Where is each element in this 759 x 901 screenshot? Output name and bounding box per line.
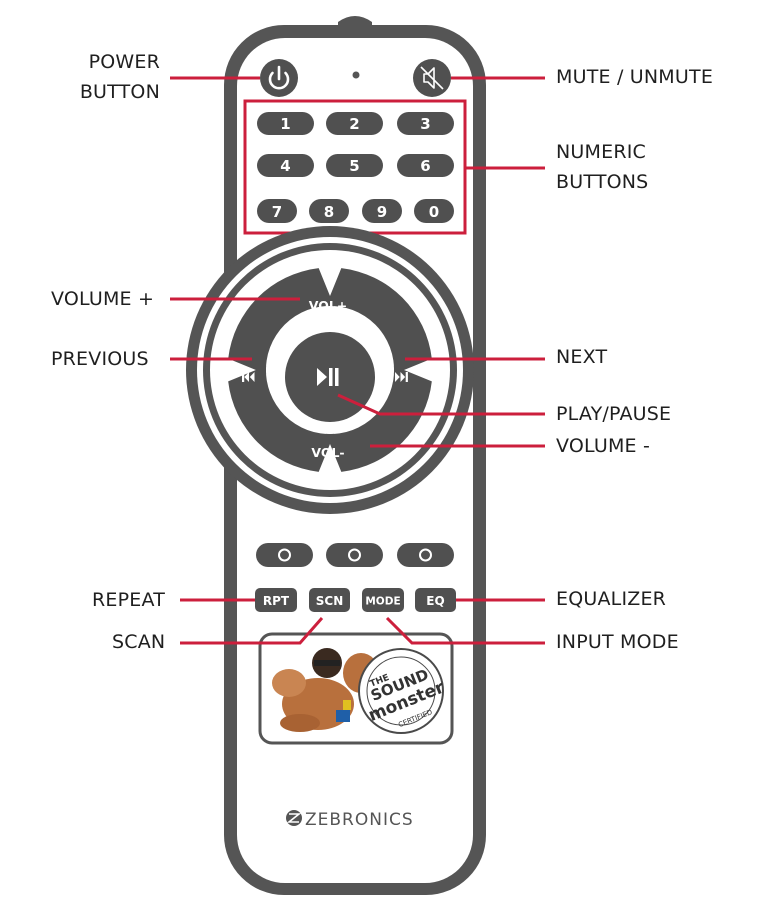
key-1[interactable]: 1 (257, 112, 314, 135)
key-9[interactable]: 9 (362, 199, 402, 223)
previous-callout: PREVIOUS (51, 348, 149, 370)
key-5-label: 5 (349, 157, 359, 175)
sound-monster-badge: THE SOUND monster CERTIFIED (258, 632, 454, 745)
numeric-callout-line2: BUTTONS (556, 171, 649, 193)
key-2[interactable]: 2 (326, 112, 383, 135)
key-1-label: 1 (280, 115, 290, 133)
sound-monster-seal: THE SOUND monster CERTIFIED (358, 648, 448, 734)
power-button-callout: POWER BUTTON (40, 47, 160, 107)
callout-lines (170, 76, 545, 645)
input-mode-callout: INPUT MODE (556, 631, 679, 653)
key-3[interactable]: 3 (397, 112, 454, 135)
blank-key-3[interactable] (397, 543, 454, 567)
play-pause-callout: PLAY/PAUSE (556, 403, 672, 425)
mode-label: MODE (365, 596, 400, 608)
mute-button[interactable] (413, 59, 451, 97)
key-3-label: 3 (420, 115, 430, 133)
volume-minus-callout: VOLUME - (556, 435, 651, 457)
mute-callout: MUTE / UNMUTE (556, 66, 714, 88)
power-callout-line2: BUTTON (79, 81, 160, 103)
vol-minus-label: VOL- (311, 445, 344, 460)
vol-plus-label: VOL+ (309, 298, 348, 313)
previous-button[interactable] (212, 252, 345, 385)
rpt-label: RPT (263, 594, 290, 608)
next-button[interactable] (315, 355, 448, 488)
key-0[interactable]: 0 (414, 199, 454, 223)
key-6-label: 6 (420, 157, 430, 175)
next-icon (395, 372, 408, 382)
key-8-label: 8 (324, 203, 334, 221)
key-8[interactable]: 8 (309, 199, 349, 223)
key-6[interactable]: 6 (397, 154, 454, 177)
eq-label: EQ (426, 594, 444, 608)
power-icon (268, 65, 290, 90)
numeric-callout-line1: NUMERIC (556, 141, 646, 163)
blank-key-2[interactable] (326, 543, 383, 567)
volume-up-button[interactable] (315, 252, 448, 385)
volume-plus-callout: VOLUME + (51, 288, 155, 310)
navigation-ring: VOL+ VOL- (186, 226, 474, 514)
volume-down-button[interactable] (212, 355, 345, 488)
key-7[interactable]: 7 (257, 199, 297, 223)
zebronics-logo-icon (286, 810, 302, 826)
key-2-label: 2 (349, 115, 359, 133)
key-5[interactable]: 5 (326, 154, 383, 177)
rpt-button[interactable]: RPT (255, 588, 297, 612)
key-7-label: 7 (272, 203, 282, 221)
blank-key-1[interactable] (256, 543, 313, 567)
power-callout-line1: POWER (88, 51, 160, 73)
numeric-keypad: 1 2 3 4 5 6 7 8 9 0 (257, 112, 454, 223)
indicator-led (352, 71, 360, 79)
mute-icon (420, 66, 444, 90)
previous-icon (242, 372, 255, 382)
brand-name: ZEBRONICS (305, 810, 414, 830)
power-button[interactable] (260, 59, 298, 97)
play-pause-icon (317, 368, 339, 386)
scn-label: SCN (316, 594, 344, 608)
scan-callout: SCAN (112, 631, 166, 653)
next-callout: NEXT (556, 346, 608, 368)
key-0-label: 0 (429, 203, 439, 221)
key-9-label: 9 (377, 203, 387, 221)
mode-button[interactable]: MODE (362, 588, 404, 612)
key-4-label: 4 (280, 157, 290, 175)
eq-button[interactable]: EQ (415, 588, 456, 612)
equalizer-callout: EQUALIZER (556, 588, 667, 610)
numeric-buttons-callout: NUMERIC BUTTONS (556, 137, 648, 197)
key-4[interactable]: 4 (257, 154, 314, 177)
repeat-callout: REPEAT (92, 589, 165, 611)
scn-button[interactable]: SCN (309, 588, 350, 612)
play-pause-button[interactable] (285, 332, 375, 422)
